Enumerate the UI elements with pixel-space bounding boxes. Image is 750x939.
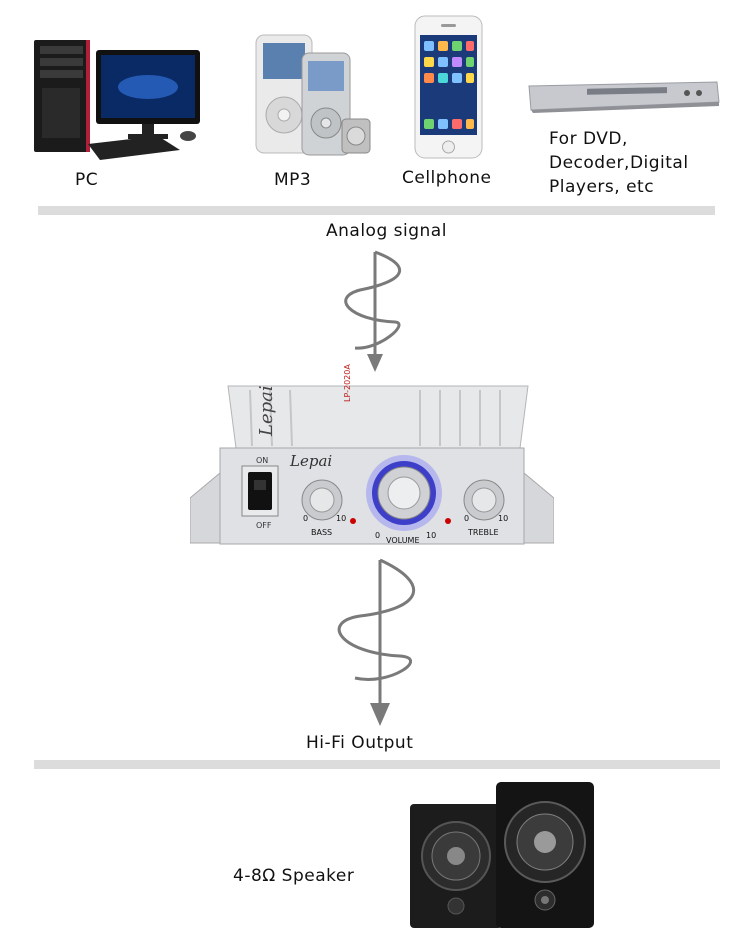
treble-label: TREBLE — [468, 528, 499, 537]
input-signal-arrow — [340, 250, 410, 375]
dvd-label-line-1: For DVD, — [549, 129, 628, 149]
speaker-image — [408, 780, 598, 932]
mp3-image — [254, 33, 374, 158]
pc-image — [30, 32, 205, 162]
amplifier-model: LP-2020A — [343, 364, 352, 402]
amplifier-brand: Lepai — [290, 452, 333, 470]
volume-max: 10 — [426, 531, 437, 540]
treble-max: 10 — [498, 514, 509, 523]
svg-text:Lepai: Lepai — [256, 385, 277, 437]
cellphone-image — [414, 15, 484, 160]
dvd-label-line-3: Players, etc — [549, 177, 655, 197]
top-divider — [38, 206, 715, 215]
analog-signal-label: Analog signal — [326, 221, 447, 241]
volume-label: VOLUME — [386, 536, 420, 545]
pc-label: PC — [75, 170, 99, 190]
bass-label: BASS — [311, 528, 333, 537]
mp3-label: MP3 — [274, 170, 312, 190]
hifi-output-label: Hi-Fi Output — [306, 733, 414, 753]
bass-max: 10 — [336, 514, 347, 523]
volume-min: 0 — [375, 531, 381, 540]
cellphone-label: Cellphone — [402, 168, 492, 188]
dvd-player-image — [527, 80, 722, 114]
dvd-label-line-2: Decoder,Digital — [549, 153, 689, 173]
amplifier-image: Lepai — [190, 378, 554, 550]
bass-min: 0 — [303, 514, 309, 523]
bottom-divider — [34, 760, 720, 769]
switch-on-label: ON — [256, 456, 269, 465]
speaker-label: 4-8Ω Speaker — [233, 866, 355, 886]
output-signal-arrow — [335, 558, 425, 730]
switch-off-label: OFF — [256, 521, 272, 530]
treble-min: 0 — [464, 514, 470, 523]
